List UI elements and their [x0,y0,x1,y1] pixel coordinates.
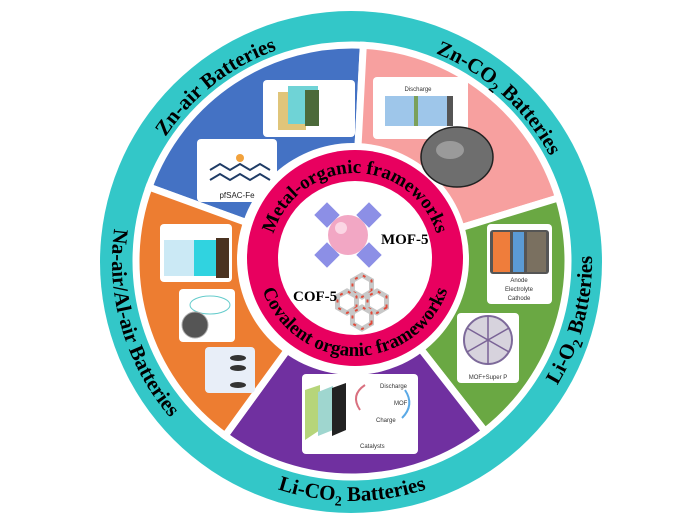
li-co2-discharge-caption: Discharge [380,384,408,390]
li-co2-charge-caption: Charge [376,418,396,424]
cof-linker [336,289,358,315]
na-air-figures [160,224,255,393]
li-o2-figures: Anode Electrolyte Cathode MOF+Super P [457,224,552,383]
cof-5-label: COF-5 [293,289,337,305]
center-white-disc [278,181,432,335]
anode-caption: Anode [510,278,528,284]
zn-co2-figures: Discharge [373,77,494,188]
cof-linker [351,305,373,331]
li-co2-mof-caption: MOF [394,401,408,407]
mof-5-label: MOF-5 [381,232,428,248]
al-air-stack-image [205,347,255,393]
li-co2-figures: Discharge Charge Catalysts MOF [302,374,418,454]
pfsac-fe-caption: pfSAC-Fe [219,191,255,200]
cathode-caption: Cathode [508,296,531,302]
pfsac-fe-image [197,139,277,202]
cof-linker [351,273,373,299]
electrolyte-caption: Electrolyte [505,287,534,293]
discharge-caption: Discharge [404,87,432,93]
mof-pore-sphere [328,215,368,255]
zn-air-figures: pfSAC-Fe [197,80,355,202]
cof-5-structure [334,272,390,332]
li-co2-catalysts-caption: Catalysts [360,444,385,450]
mof-superp-caption: MOF+Super P [469,375,508,381]
mof-5-structure [314,202,382,268]
cof-linker [366,289,388,315]
